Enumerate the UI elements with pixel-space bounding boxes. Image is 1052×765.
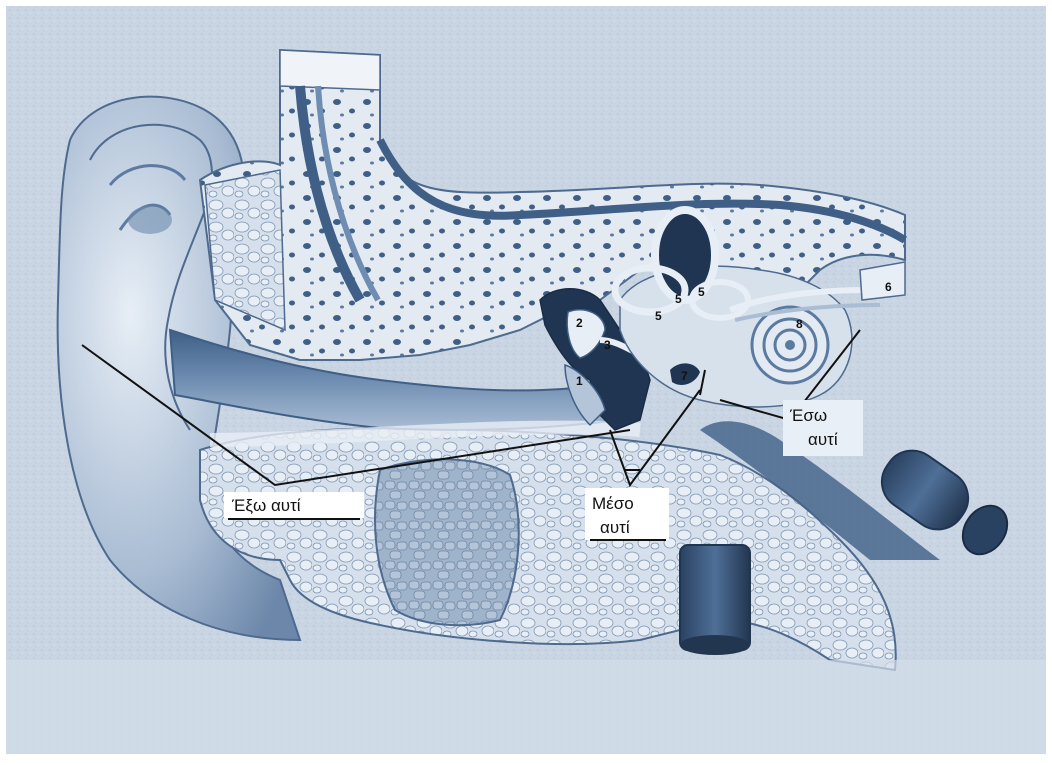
inner-ear-label: Έσω αυτί: [783, 400, 863, 456]
label-1: 1: [576, 374, 583, 388]
middle-ear-text-2: αυτί: [600, 518, 630, 537]
parotid-gland: [375, 459, 519, 625]
label-2: 2: [576, 316, 583, 330]
middle-ear-label: Μέσο αυτί: [585, 488, 669, 540]
outer-ear-text: Έξω αυτί: [231, 496, 301, 515]
label-7: 7: [681, 369, 688, 383]
label-5a: 5: [675, 292, 682, 306]
label-3: 3: [604, 338, 611, 352]
label-8: 8: [796, 317, 803, 331]
label-5c: 5: [655, 309, 662, 323]
bottom-fade: [6, 660, 1046, 754]
cochlea: [752, 307, 828, 383]
middle-ear-text-1: Μέσο: [592, 494, 634, 513]
inner-ear-text-2: αυτί: [808, 430, 838, 449]
inner-ear-text-1: Έσω: [789, 406, 827, 425]
outer-ear-label: Έξω αυτί: [224, 492, 364, 519]
label-6: 6: [885, 280, 892, 294]
label-5b: 5: [698, 285, 705, 299]
